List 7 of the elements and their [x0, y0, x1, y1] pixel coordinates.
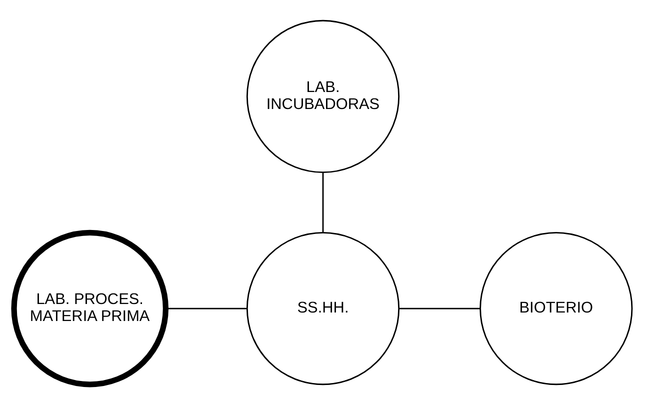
node-circle: LAB. INCUBADORAS: [246, 20, 400, 173]
node-circle: LAB. PROCES. MATERIA PRIMA: [11, 230, 168, 388]
node-circle: BIOTERIO: [480, 232, 633, 386]
connector: [399, 308, 480, 310]
connector: [322, 172, 324, 232]
node-circle: SS.HH.: [246, 232, 400, 386]
connector: [166, 308, 247, 310]
